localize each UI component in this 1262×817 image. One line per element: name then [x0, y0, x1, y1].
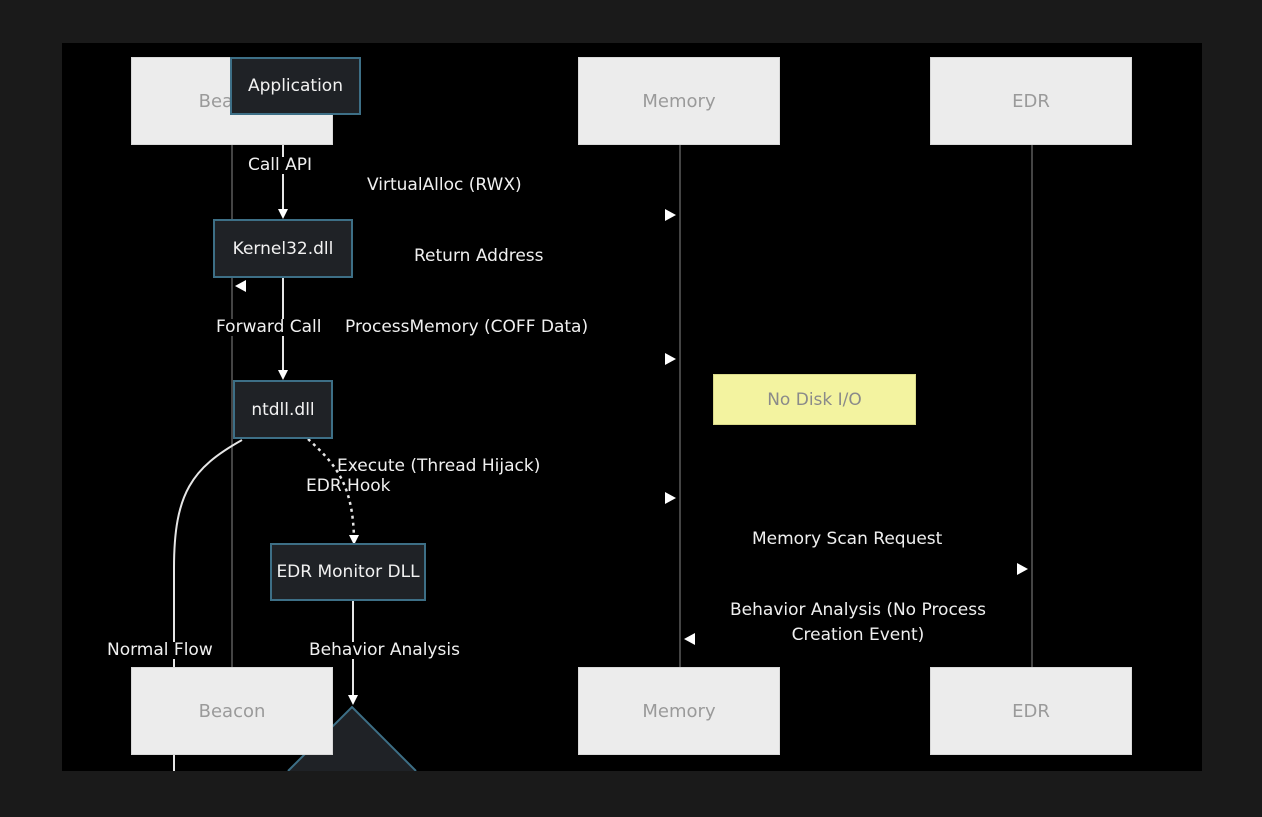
participant-label: Memory — [642, 90, 716, 112]
participant-label: EDR — [1012, 90, 1050, 112]
label-edr-hook: EDR Hook — [306, 476, 391, 496]
participant-memory-top: Memory — [578, 57, 780, 145]
message-behavior-line2: Creation Event) — [791, 625, 925, 645]
message-return-address: Return Address — [414, 246, 544, 266]
arrowhead-processmemory — [665, 353, 676, 365]
arrowhead-virtualalloc — [665, 209, 676, 221]
message-virtualalloc: VirtualAlloc (RWX) — [367, 175, 522, 195]
arrowhead-behavior — [684, 633, 695, 645]
edge-normal-flow — [173, 439, 243, 771]
arrowhead-return — [235, 280, 246, 292]
edge-edr-hook — [307, 438, 359, 545]
message-processmemory: ProcessMemory (COFF Data) — [345, 317, 589, 337]
message-behavior-line1: Behavior Analysis (No Process — [730, 600, 986, 620]
node-ntdll: ntdll.dll — [233, 380, 333, 439]
label-forward-call: Forward Call — [216, 317, 322, 337]
arrowhead-execute — [665, 492, 676, 504]
node-application: Application — [230, 57, 361, 115]
participant-memory-bottom: Memory — [578, 667, 780, 755]
participant-label: EDR — [1012, 700, 1050, 722]
message-execute: Execute (Thread Hijack) — [337, 456, 541, 476]
node-edr-monitor: EDR Monitor DLL — [270, 543, 426, 601]
diagram-canvas: Beacon Memory EDR Beacon Memory EDR Appl… — [62, 43, 1202, 771]
arrowhead-memory-scan — [1017, 563, 1028, 575]
participant-edr-top: EDR — [930, 57, 1132, 145]
note-no-disk-io: No Disk I/O — [713, 374, 916, 425]
label-normal-flow: Normal Flow — [107, 640, 213, 660]
label-call-api: Call API — [248, 155, 313, 175]
diagram-lines — [173, 115, 1033, 771]
participant-edr-bottom: EDR — [930, 667, 1132, 755]
label-behavior-analysis: Behavior Analysis — [309, 640, 460, 660]
participant-label: Beacon — [198, 700, 266, 722]
message-memory-scan: Memory Scan Request — [752, 529, 943, 549]
participant-beacon-bottom: Beacon — [131, 667, 333, 755]
node-kernel32: Kernel32.dll — [213, 219, 353, 278]
participant-label: Memory — [642, 700, 716, 722]
